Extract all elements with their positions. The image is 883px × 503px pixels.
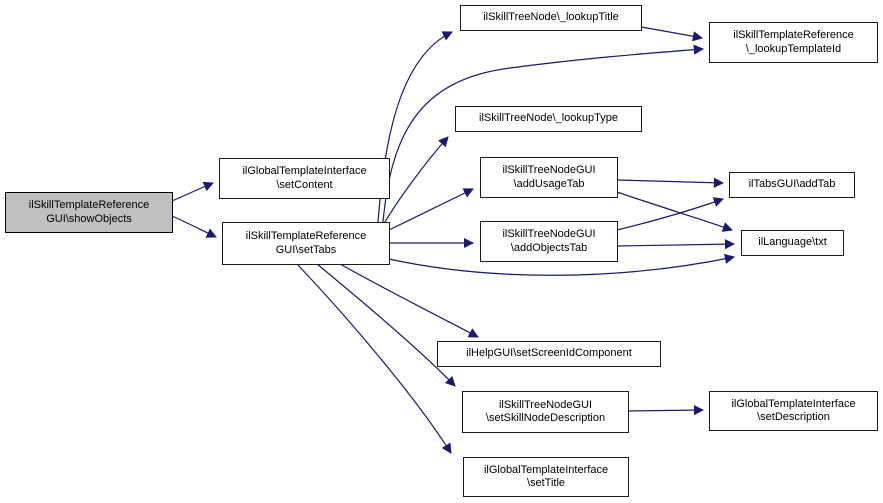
edge-settabs-txt [388,253,735,276]
edge-settabs-setscreenidcomponent [339,263,479,338]
edge-settabs-lookuptype [384,136,449,223]
node-lookuptemplateid[interactable]: ilSkillTemplateReference \_lookupTemplat… [709,22,878,63]
node-setdescription[interactable]: ilGlobalTemplateInterface \setDescriptio… [709,391,878,431]
node-setscreenidcomponent[interactable]: ilHelpGUI\setScreenIdComponent [437,341,661,367]
node-showobjects[interactable]: ilSkillTemplateReference GUI\showObjects [5,192,173,233]
node-addusagetab[interactable]: ilSkillTreeNodeGUI \addUsageTab [480,157,618,198]
node-lookuptitle[interactable]: ilSkillTreeNode\_lookupTitle [460,5,642,31]
node-settabs[interactable]: ilSkillTemplateReference GUI\setTabs [222,222,390,265]
node-lookuptitle-label: ilSkillTreeNode\_lookupTitle [483,11,619,24]
node-txt-label: ilLanguage\txt [758,236,827,249]
edge-setskillnodedescription-setdescription [627,405,705,416]
node-addobjectstab-label: ilSkillTreeNodeGUI \addObjectsTab [502,228,596,254]
node-setskillnodedescription[interactable]: ilSkillTreeNodeGUI \setSkillNodeDescript… [462,391,629,433]
node-addobjectstab[interactable]: ilSkillTreeNodeGUI \addObjectsTab [480,221,618,262]
edge-showobjects-setcontent [171,181,214,202]
node-lookuptype-label: ilSkillTreeNode\_lookupType [479,112,618,125]
node-setscreenidcomponent-label: ilHelpGUI\setScreenIdComponent [466,347,632,360]
node-lookuptemplateid-label: ilSkillTemplateReference \_lookupTemplat… [733,29,854,55]
edge-showobjects-settabs [171,215,217,238]
node-setcontent[interactable]: ilGlobalTemplateInterface \setContent [219,158,390,199]
edge-addobjectstab-addtab [616,197,724,231]
node-setcontent-label: ilGlobalTemplateInterface \setContent [242,165,367,191]
edge-settabs-settitle [296,263,452,454]
edge-addusagetab-addtab [616,177,725,188]
edge-settabs-lookuptemplateid [382,44,705,223]
node-lookuptype[interactable]: ilSkillTreeNode\_lookupType [455,106,642,132]
node-settabs-label: ilSkillTemplateReference GUI\setTabs [245,230,367,256]
node-txt[interactable]: ilLanguage\txt [741,230,844,256]
node-addtab-label: ilTabsGUI\addTab [748,178,836,191]
node-settitle[interactable]: ilGlobalTemplateInterface \setTitle [463,457,629,497]
edge-addusagetab-txt [616,191,733,232]
node-setdescription-label: ilGlobalTemplateInterface \setDescriptio… [731,397,856,424]
node-showobjects-label: ilSkillTemplateReference GUI\showObjects [28,199,150,225]
edge-settabs-addusagetab [388,188,474,231]
node-setskillnodedescription-label: ilSkillTreeNodeGUI \setSkillNodeDescript… [485,398,606,425]
node-addtab[interactable]: ilTabsGUI\addTab [729,172,855,198]
edge-addobjectstab-txt [616,239,736,250]
node-addusagetab-label: ilSkillTreeNodeGUI \addUsageTab [502,164,596,190]
node-settitle-label: ilGlobalTemplateInterface \setTitle [483,463,609,490]
edge-lookuptitle-lookuptemplateid [640,26,704,42]
edge-settabs-setskillnodedescription [316,263,456,387]
